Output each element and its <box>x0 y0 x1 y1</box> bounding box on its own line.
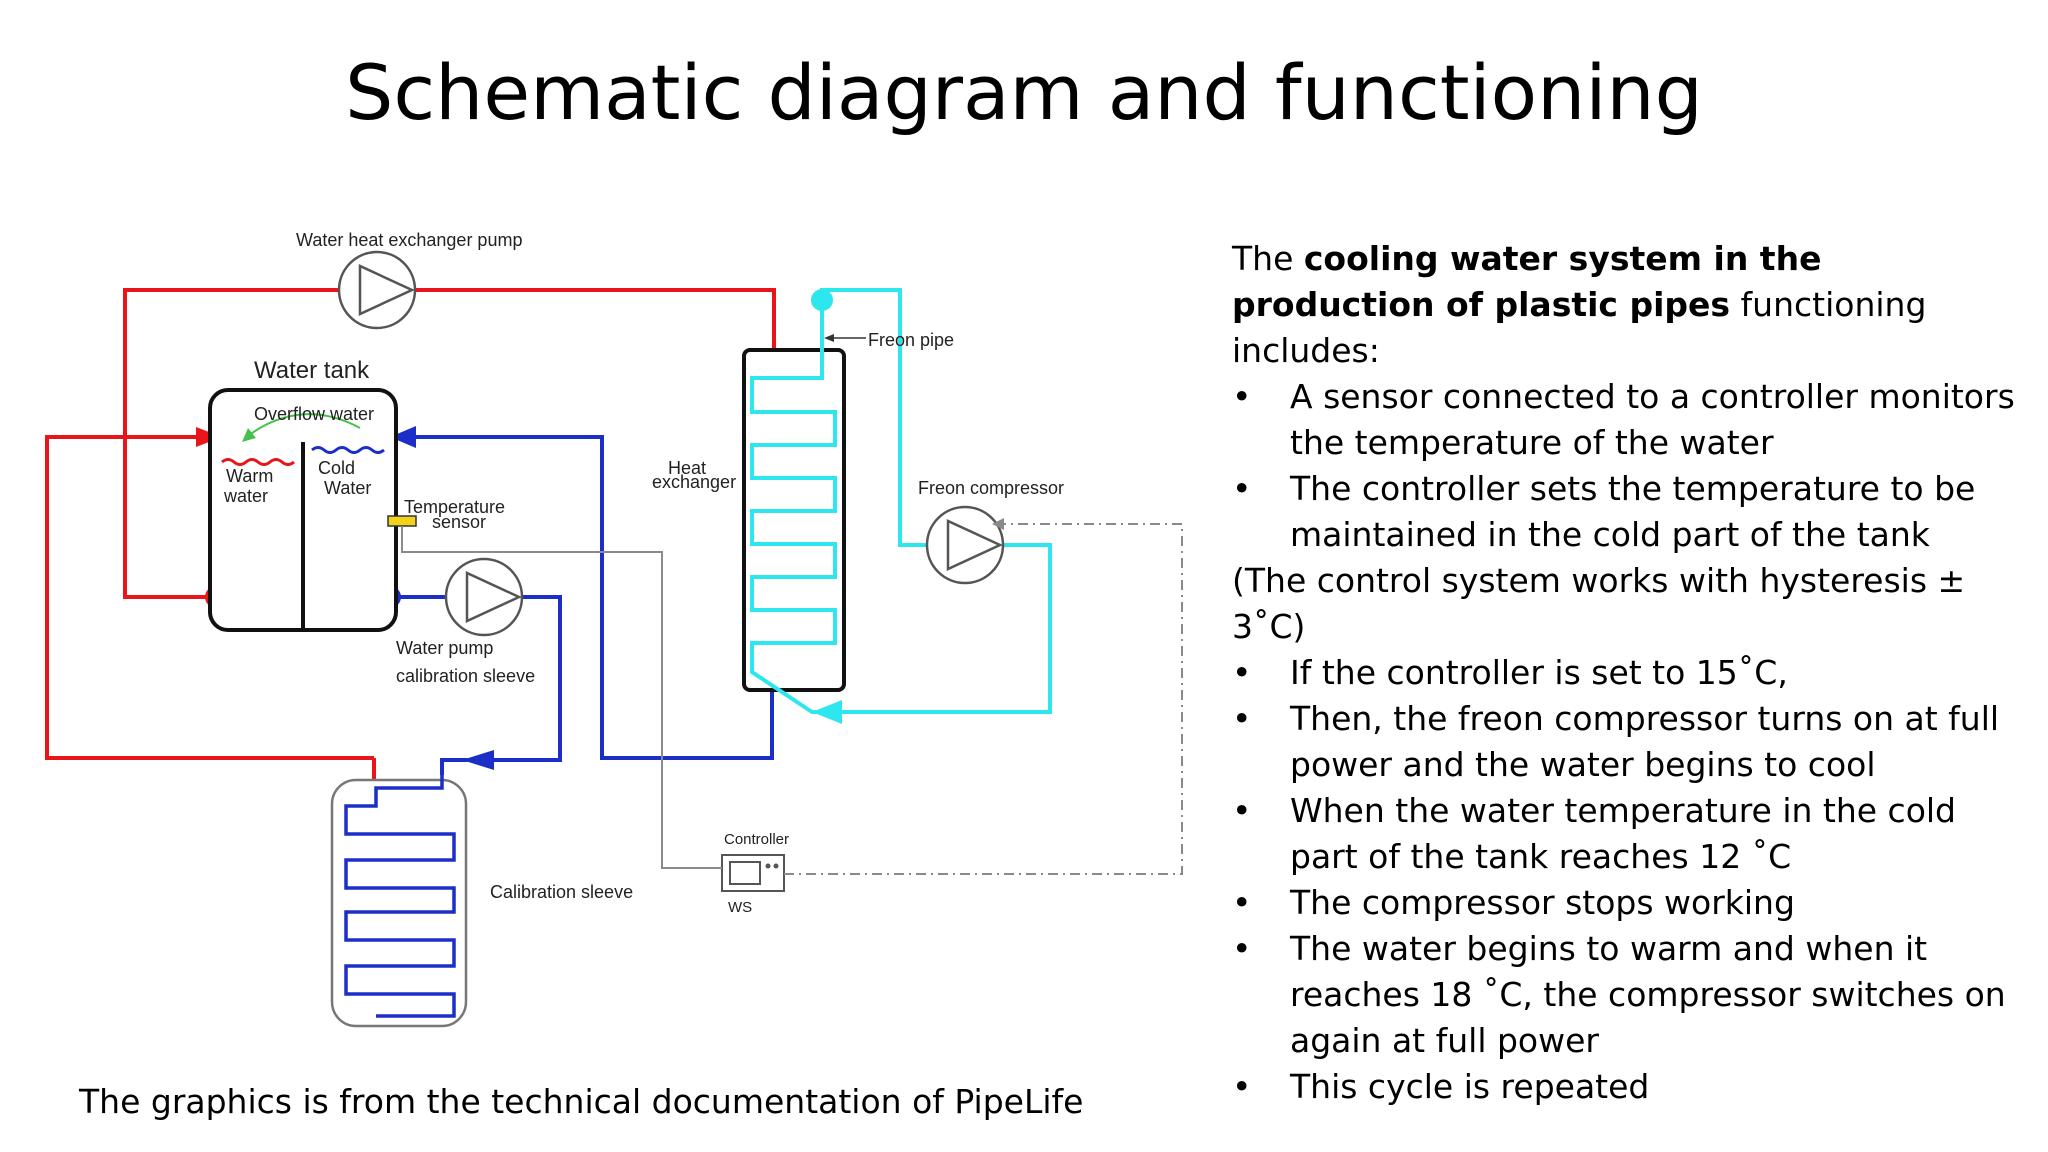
freon-return-arrow <box>812 700 842 724</box>
list-item-text: This cycle is repeated <box>1290 1067 1650 1106</box>
water-pump-calibration-sleeve <box>444 557 524 637</box>
bullet-list-1: • A sensor connected to a controller moni… <box>1232 374 2022 558</box>
control-line <box>784 523 1183 875</box>
sleeve-inflow-arrow <box>462 750 494 770</box>
intro-text-end: functioning includes: <box>1232 285 1927 370</box>
label-warm-2: water <box>223 486 268 506</box>
slide-title: Schematic diagram and functioning <box>345 48 1703 137</box>
hysteresis-note: (The control system works with hysteresi… <box>1232 561 1966 646</box>
label-water-tank: Water tank <box>254 357 370 384</box>
list-item-text: The water begins to warm and when it rea… <box>1290 929 2006 1060</box>
label-sensor: sensor <box>432 512 486 532</box>
list-item-text: A sensor connected to a controller monit… <box>1290 377 2015 462</box>
bullet-glyph: • <box>1232 699 1252 738</box>
freon-compressor <box>925 505 1005 585</box>
heat-exchanger <box>742 348 846 692</box>
label-heat-2: exchanger <box>652 472 736 492</box>
bullet-glyph: • <box>1232 791 1252 830</box>
list-item: • If the controller is set to 15˚C, <box>1232 650 2022 696</box>
list-item: • A sensor connected to a controller moni… <box>1232 374 2022 466</box>
list-item-text: If the controller is set to 15˚C, <box>1290 653 1788 692</box>
list-item: • Then, the freon compressor turns on at … <box>1232 696 2022 788</box>
bullet-glyph: • <box>1232 469 1252 508</box>
intro-paragraph: The cooling water system in the producti… <box>1232 236 2022 374</box>
label-water-hx-pump: Water heat exchanger pump <box>296 230 522 250</box>
label-controller: Controller <box>724 831 789 848</box>
label-calibration-sleeve: Calibration sleeve <box>490 882 633 902</box>
temperature-sensor <box>387 515 417 527</box>
label-water-pump-2: calibration sleeve <box>396 666 535 686</box>
controller <box>721 854 785 892</box>
bullet-glyph: • <box>1232 883 1252 922</box>
description-panel: The cooling water system in the producti… <box>1232 236 2022 1110</box>
intro-text-bold: cooling water system in the production o… <box>1232 239 1822 324</box>
water-heat-exchanger-pump <box>337 250 417 330</box>
list-item-text: The controller sets the temperature to b… <box>1290 469 1976 554</box>
freon-inlet-node <box>811 289 833 311</box>
list-item: • The water begins to warm and when it re… <box>1232 926 2022 1064</box>
bullet-glyph: • <box>1232 929 1252 968</box>
label-temperature: Temperature <box>404 497 505 517</box>
label-freon-compressor: Freon compressor <box>918 478 1064 498</box>
intro-text-start: The <box>1232 239 1304 278</box>
label-cold-1: Cold <box>318 458 355 478</box>
cooling-system-diagram: Water heat exchanger pump Water tank Ove… <box>45 230 1183 1028</box>
water-tank <box>208 388 398 632</box>
label-warm-1: Warm <box>226 466 273 486</box>
list-item-text: The compressor stops working <box>1290 883 1795 922</box>
bullet-glyph: • <box>1232 377 1252 416</box>
bullet-glyph: • <box>1232 653 1252 692</box>
calibration-sleeve <box>330 775 468 1028</box>
bullet-list-2: • If the controller is set to 15˚C, • Then… <box>1232 650 2022 1110</box>
bullet-glyph: • <box>1232 1067 1252 1106</box>
list-item: • The controller sets the temperature to … <box>1232 466 2022 558</box>
list-item: • When the water temperature in the cold … <box>1232 788 2022 880</box>
label-cold-2: Water <box>324 478 371 498</box>
label-freon-pipe: Freon pipe <box>868 330 954 350</box>
label-heat-1: Heat <box>668 458 706 478</box>
cold-inflow-arrow <box>390 426 416 448</box>
list-item-text: When the water temperature in the cold p… <box>1290 791 1956 876</box>
list-item: • The compressor stops working <box>1232 880 2022 926</box>
list-item: • This cycle is repeated <box>1232 1064 2022 1110</box>
label-ws: WS <box>728 899 752 916</box>
cold-water-pipes <box>392 435 774 775</box>
label-water-pump-1: Water pump <box>396 638 493 658</box>
source-footnote: The graphics is from the technical docum… <box>79 1082 1084 1121</box>
list-item-text: Then, the freon compressor turns on at f… <box>1290 699 2000 784</box>
sensor-wire <box>401 526 722 869</box>
label-overflow-water: Overflow water <box>254 404 374 424</box>
